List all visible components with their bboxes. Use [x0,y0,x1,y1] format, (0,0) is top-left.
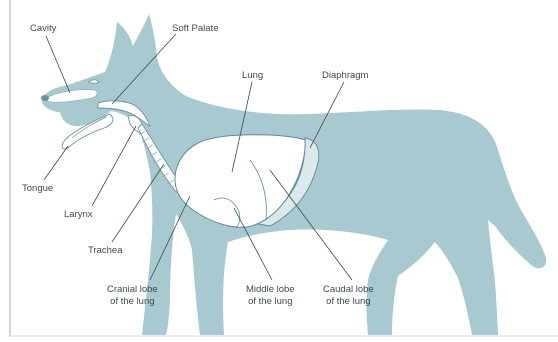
label-cavity: Cavity [30,23,56,35]
leader-diaphragm [310,82,344,148]
label-diaphragm: Diaphragm [322,70,368,82]
label-larynx: Larynx [64,209,93,221]
leader-lung [232,82,252,172]
label-cranial-lobe: Cranial lobe of the lung [107,284,158,308]
leader-trachea [112,164,164,242]
label-trachea: Trachea [88,245,123,257]
leader-middle-lobe [234,208,272,280]
label-middle-lobe: Middle lobe of the lung [246,284,295,308]
leader-larynx [92,126,136,206]
leader-cavity [46,36,70,93]
label-soft-palate: Soft Palate [172,23,218,35]
leader-cranial-lobe [150,196,190,280]
leader-caudal-lobe [270,170,352,280]
label-lung: Lung [242,70,263,82]
leader-soft-palate [112,34,176,104]
label-caudal-lobe: Caudal lobe of the lung [323,284,374,308]
leader-tongue [44,146,68,180]
label-tongue: Tongue [22,183,53,195]
